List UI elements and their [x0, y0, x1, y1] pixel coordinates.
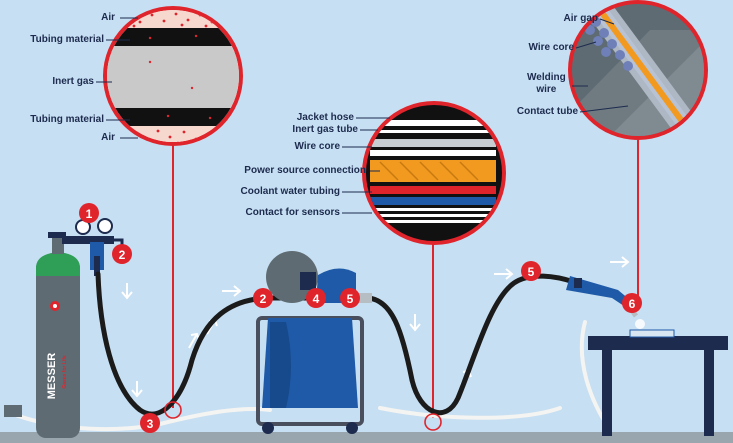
label-air-gap: Air gap	[563, 13, 598, 24]
svg-text:2: 2	[260, 292, 267, 306]
leader-lines	[96, 17, 629, 214]
flow-arrow-right-1	[222, 285, 242, 297]
badge-5-machine: 5	[340, 288, 360, 308]
label-jacket-hose: Jacket hose	[296, 112, 354, 123]
svg-text:2: 2	[119, 248, 126, 262]
magnifier-torch-tip	[568, 0, 708, 140]
hose-section-markers	[164, 401, 442, 431]
badge-3: 3	[140, 413, 160, 433]
label-air-top: Air	[101, 12, 115, 23]
svg-text:5: 5	[528, 265, 535, 279]
flow-arrow-right-2	[494, 268, 514, 280]
svg-text:5: 5	[347, 292, 354, 306]
badge-4: 4	[306, 288, 326, 308]
label-tubing-bottom: Tubing material	[30, 114, 104, 125]
label-sensors: Contact for sensors	[245, 207, 340, 218]
label-contact-tube: Contact tube	[516, 106, 578, 117]
label-power-source: Power source connection	[244, 165, 366, 176]
label-wire-core-right: Wire core	[528, 42, 574, 53]
welding-machine	[256, 251, 372, 434]
flow-arrow-down-1	[121, 283, 133, 300]
svg-text:1: 1	[86, 207, 93, 221]
svg-text:6: 6	[629, 297, 636, 311]
hose-gas	[95, 271, 269, 417]
label-air-bottom: Air	[101, 132, 115, 143]
badge-1: 1	[79, 203, 99, 223]
label-tubing-top: Tubing material	[30, 34, 104, 45]
magnifier-pointers	[172, 140, 639, 418]
cylinder-brand: MESSER	[46, 353, 58, 400]
label-coolant: Coolant water tubing	[240, 186, 340, 197]
flow-arrow-down-3	[409, 314, 421, 332]
label-inert-gas-tube: Inert gas tube	[292, 124, 358, 135]
svg-text:3: 3	[147, 417, 154, 431]
badge-2-regulator: 2	[112, 244, 132, 264]
badge-2-machine: 2	[253, 288, 273, 308]
flow-arrow-down-2	[131, 381, 143, 398]
hose-to-torch	[365, 273, 577, 416]
label-welding-wire: Welding wire	[527, 72, 566, 95]
magnifier-hose-package	[362, 101, 506, 245]
badge-5-hose: 5	[521, 261, 541, 281]
gas-cylinder	[4, 232, 80, 438]
label-wire-core-mid: Wire core	[294, 141, 340, 152]
svg-text:4: 4	[313, 292, 320, 306]
magnifier-hose-section	[103, 6, 243, 146]
welding-table	[588, 319, 728, 436]
badge-6: 6	[622, 293, 642, 313]
cylinder-tagline: Gases for Life	[62, 355, 68, 389]
floor	[0, 432, 733, 443]
label-inert-gas: Inert gas	[52, 76, 94, 87]
flow-arrow-right-3	[610, 256, 630, 268]
step-badges: 1 2 3 2 4 5 5 6	[79, 203, 642, 433]
